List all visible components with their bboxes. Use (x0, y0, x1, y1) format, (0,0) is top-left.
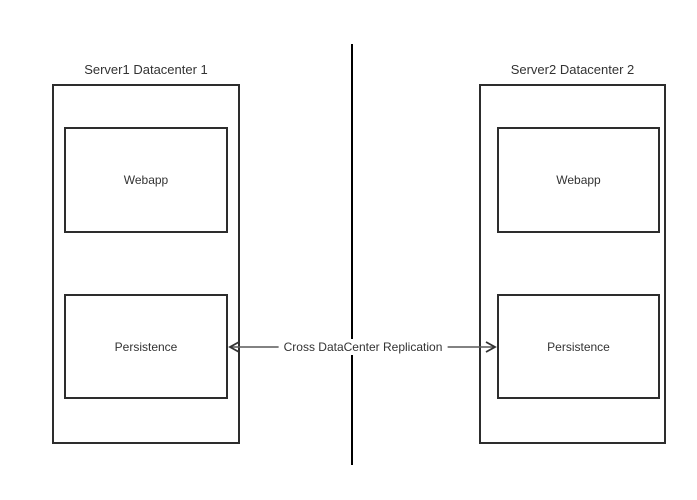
server2-webapp-box: Webapp (497, 127, 660, 233)
replication-label: Cross DataCenter Replication (278, 339, 448, 355)
server1-webapp-label: Webapp (123, 173, 169, 187)
server2-persistence-label: Persistence (547, 339, 610, 354)
server2-webapp-label: Webapp (556, 173, 601, 187)
datacenter-divider-line (351, 44, 353, 465)
server1-persistence-label: Persistence (114, 339, 178, 354)
server1-webapp-box: Webapp (64, 127, 228, 233)
server2-persistence-box: Persistence (497, 294, 660, 399)
server1-title: Server1 Datacenter 1 (84, 62, 208, 77)
server1-persistence-box: Persistence (64, 294, 228, 399)
server2-title: Server2 Datacenter 2 (510, 62, 635, 77)
